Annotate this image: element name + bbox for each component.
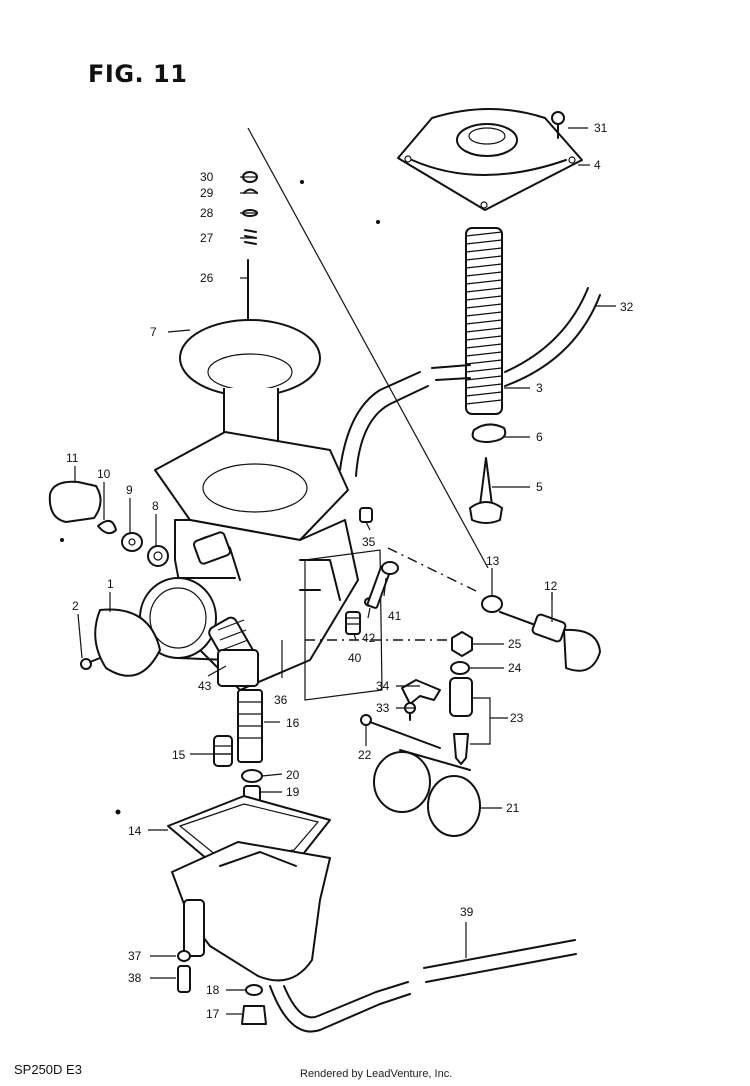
callout-20: 20	[286, 768, 300, 782]
callout-27: 27	[200, 231, 214, 245]
callout-35: 35	[362, 535, 376, 549]
jet-needle	[469, 457, 503, 524]
callout-11: 11	[66, 451, 79, 465]
o-ring	[481, 595, 503, 613]
bracket-screw	[404, 702, 416, 721]
dash-line-1	[387, 547, 479, 593]
callout-29: 29	[200, 186, 214, 200]
jet-washer	[241, 769, 263, 783]
cap-screw	[551, 111, 565, 139]
choke-fittings	[48, 480, 169, 567]
needle-retainer-stack	[242, 171, 258, 341]
assembly-axis-line	[247, 127, 489, 569]
callout-14: 14	[128, 824, 142, 838]
idle-screw-assembly	[208, 616, 259, 687]
bracket-outline	[304, 549, 383, 701]
callout-28: 28	[200, 206, 214, 220]
callout-8: 8	[152, 499, 159, 513]
callout-37: 37	[128, 949, 142, 963]
float-bowl	[171, 841, 331, 982]
drain-hose	[269, 939, 577, 1033]
needle-valve	[449, 677, 473, 765]
vent-hose	[339, 287, 601, 477]
callout-23: 23	[510, 711, 524, 725]
callout-30: 30	[200, 170, 214, 184]
callout-43: 43	[198, 679, 212, 693]
callout-39: 39	[460, 905, 474, 919]
washer	[450, 661, 470, 675]
callout-26: 26	[200, 271, 214, 285]
dot-mark	[376, 220, 380, 224]
callout-25: 25	[508, 637, 522, 651]
callout-12: 12	[544, 579, 558, 593]
circlip	[471, 423, 507, 443]
callout-22: 22	[358, 748, 372, 762]
callout-38: 38	[128, 971, 142, 985]
callout-10: 10	[97, 467, 111, 481]
throttle-spring	[465, 227, 503, 415]
callout-33: 33	[376, 701, 390, 715]
model-code: SP250D E3	[14, 1062, 82, 1077]
nut	[451, 631, 473, 657]
callout-41: 41	[388, 609, 402, 623]
callout-4: 4	[594, 158, 601, 172]
float-pin	[360, 714, 441, 749]
callout-16: 16	[286, 716, 300, 730]
callout-18: 18	[206, 983, 220, 997]
callout-34: 34	[376, 679, 390, 693]
callout-17: 17	[206, 1007, 220, 1021]
figure-title: FIG. 11	[88, 60, 188, 88]
callout-13: 13	[486, 554, 500, 568]
callout-15: 15	[172, 748, 186, 762]
callout-9: 9	[126, 483, 133, 497]
callout-labels: 31 4 32 3 6 5 7 30 29 28 27 26 11 10 9 8…	[66, 121, 634, 1021]
main-jet-set	[213, 689, 263, 767]
callout-24: 24	[508, 661, 522, 675]
callout-6: 6	[536, 430, 543, 444]
drain-washer	[177, 950, 191, 962]
cover-screw	[80, 657, 101, 670]
callout-3: 3	[536, 381, 543, 395]
callout-1: 1	[107, 577, 114, 591]
dot-mark	[115, 809, 121, 815]
top-cap	[397, 108, 583, 211]
dot-mark	[60, 538, 64, 542]
choke-plunger	[499, 592, 601, 672]
callout-42: 42	[362, 631, 376, 645]
leader-lines	[74, 127, 616, 1015]
callout-7: 7	[150, 325, 157, 339]
callout-32: 32	[620, 300, 634, 314]
float-pair	[373, 749, 481, 837]
render-credit: Rendered by LeadVenture, Inc.	[300, 1068, 453, 1080]
drain-screw	[177, 965, 191, 993]
callout-5: 5	[536, 480, 543, 494]
callout-31: 31	[594, 121, 608, 135]
dot-mark	[300, 180, 304, 184]
callout-19: 19	[286, 785, 300, 799]
callout-21: 21	[506, 801, 520, 815]
plug-bolt	[241, 1005, 267, 1025]
plug-washer	[245, 984, 263, 996]
callout-36: 36	[274, 693, 288, 707]
callout-2: 2	[72, 599, 79, 613]
mixture-screw-set	[345, 561, 399, 635]
callout-40: 40	[348, 651, 362, 665]
float-bracket	[401, 679, 441, 705]
throttle-cover-plate	[94, 608, 161, 677]
plug	[359, 507, 373, 523]
